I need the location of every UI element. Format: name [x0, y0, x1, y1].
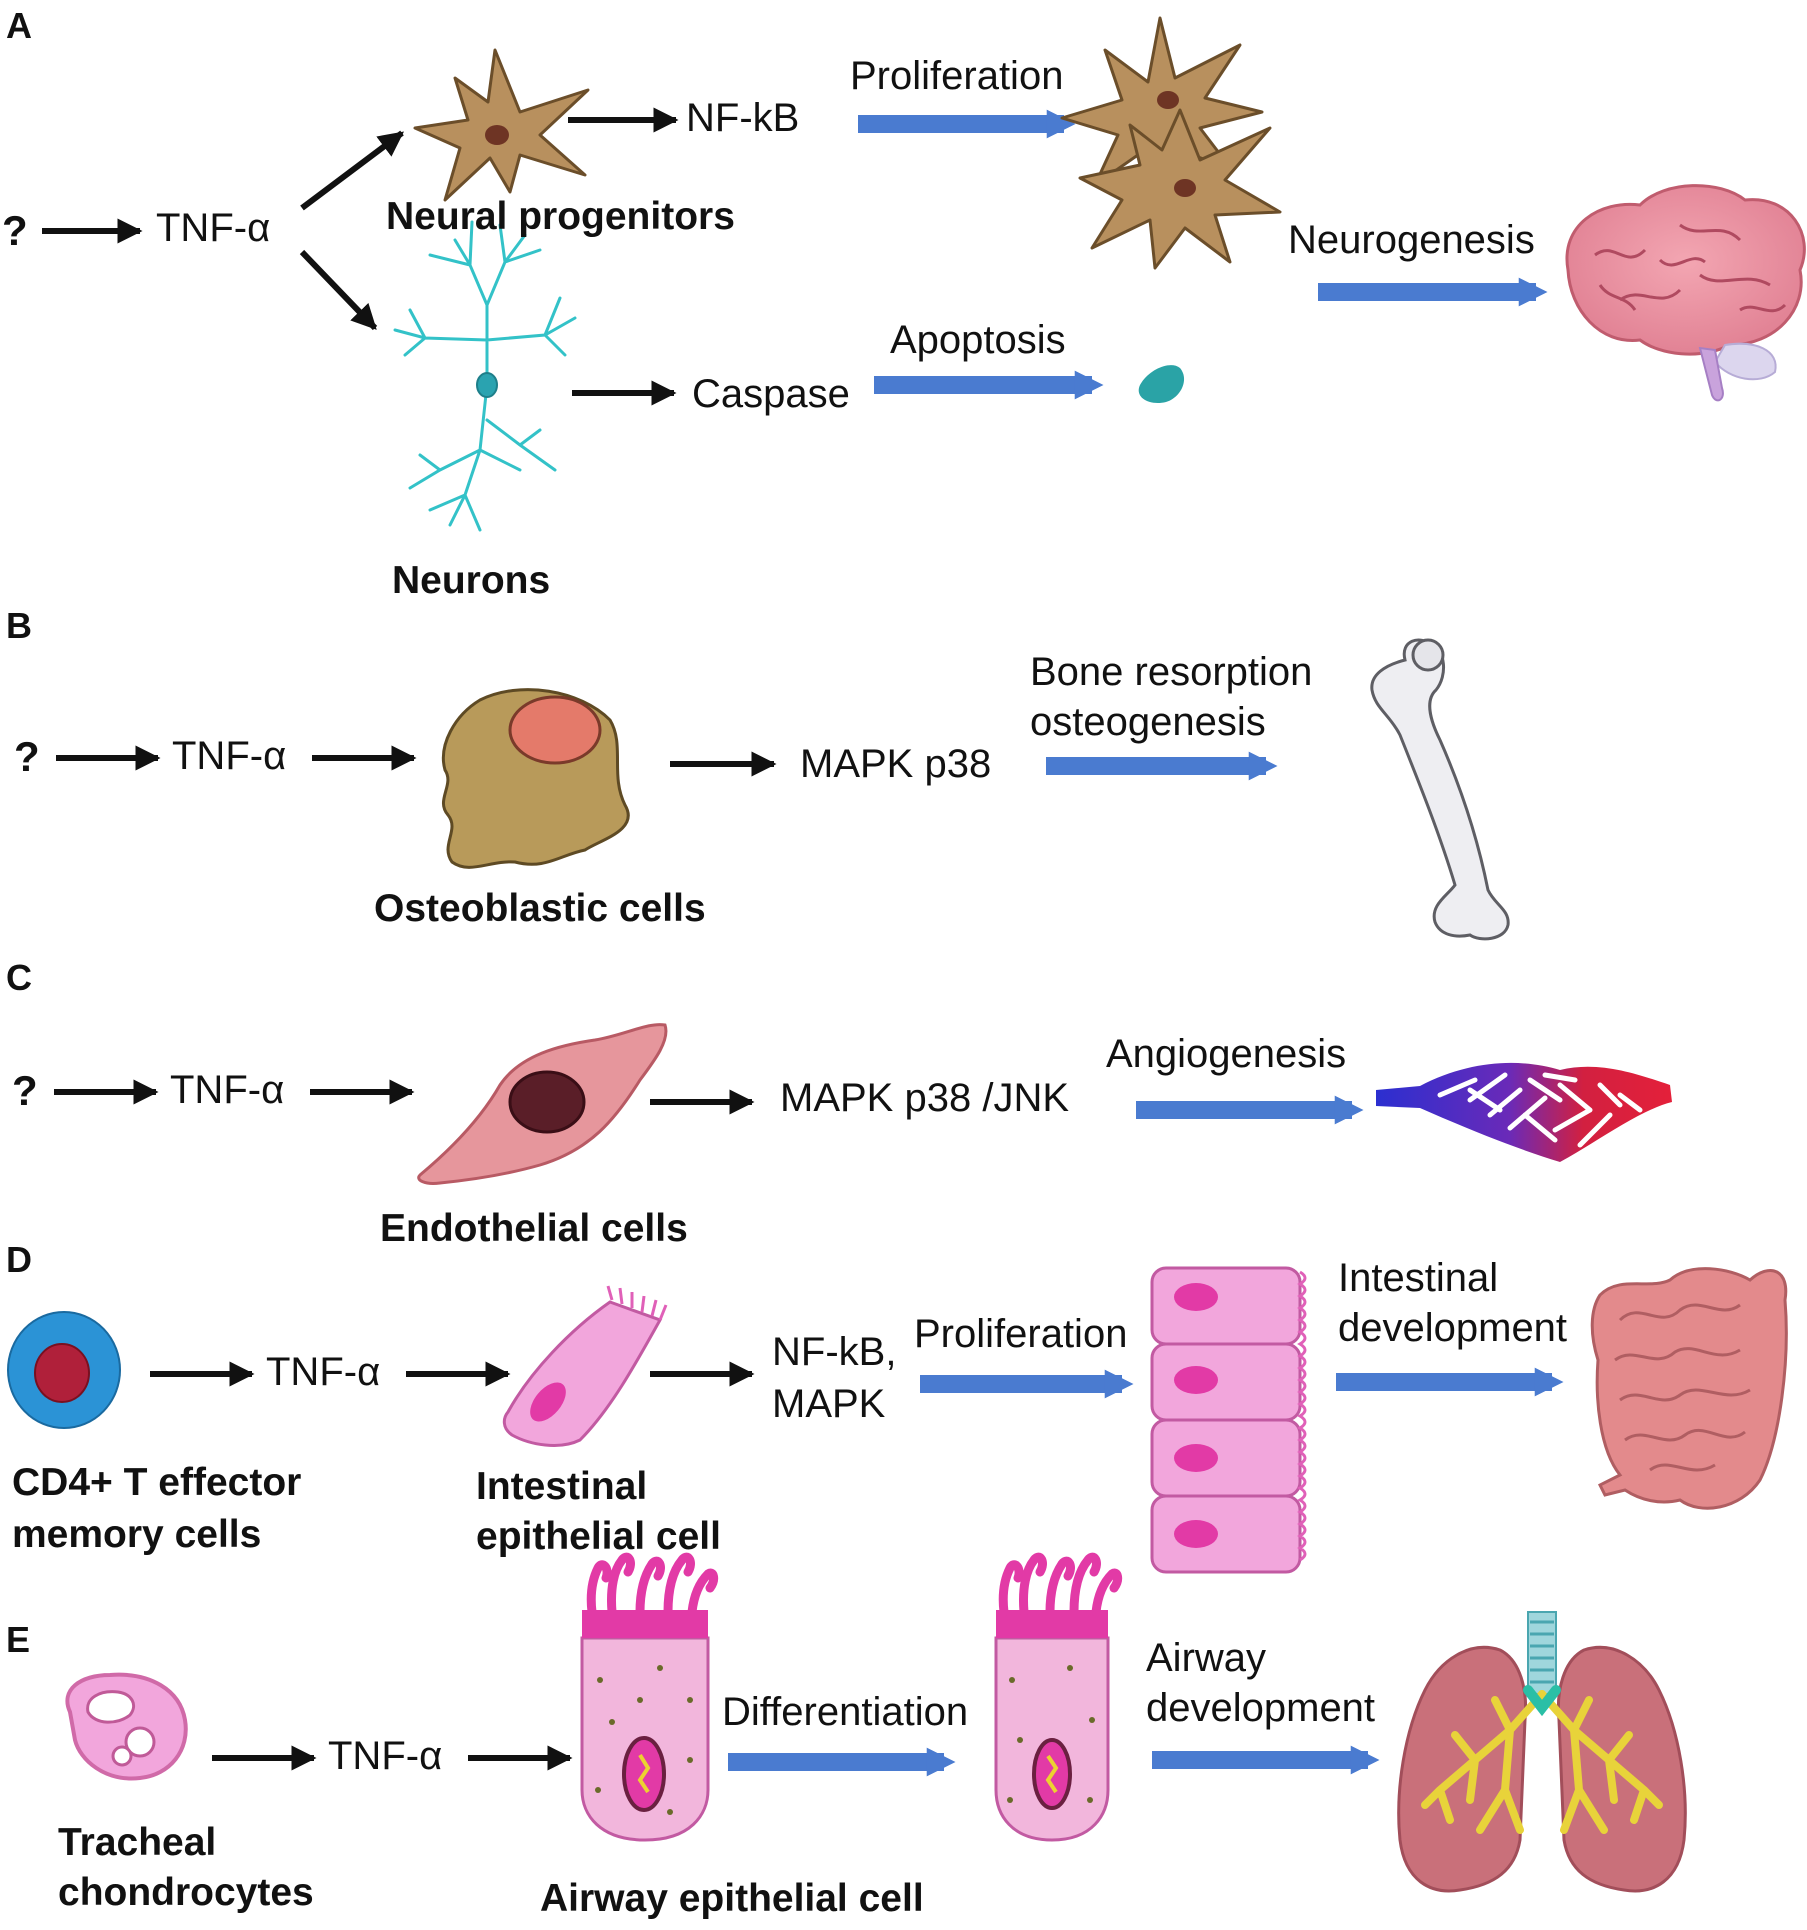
panel-d-artwork: [7, 1266, 1788, 1574]
differentiated-airway-cell-icon: [994, 1552, 1123, 1842]
intestinal-epithelium-layer-icon: [1150, 1266, 1307, 1574]
endothelial-cell-icon: [417, 1023, 668, 1185]
airway-development-label-line2: development: [1146, 1686, 1376, 1730]
panel-b-artwork: [56, 638, 1510, 941]
panel-b-letter: B: [6, 605, 32, 646]
intestinal-development-label-line1: Intestinal: [1338, 1256, 1499, 1300]
panel-b-question: ?: [14, 733, 40, 780]
nfkb-mapk-label-line1: NF-kB,: [772, 1330, 897, 1374]
panel-e-artwork: [65, 1552, 1687, 1893]
proliferation-label-d: Proliferation: [914, 1312, 1128, 1356]
mapk-p38-jnk-label: MAPK p38 /JNK: [780, 1076, 1070, 1120]
neural-progenitor-icon: [413, 48, 590, 202]
intestinal-development-label-line2: development: [1338, 1306, 1568, 1350]
arrow-tnf-to-progenitors: [300, 130, 405, 211]
panel-a-letter: A: [6, 5, 32, 46]
osteoblast-cell-icon: [441, 688, 630, 869]
osteoblastic-cells-label: Osteoblastic cells: [374, 887, 706, 930]
airway-epithelial-cell-icon: [580, 1552, 719, 1842]
panel-b-tnf-label: TNF-α: [172, 734, 287, 778]
panel-a-question: ?: [2, 207, 28, 254]
femur-icon: [1370, 638, 1510, 941]
panel-e-tnf-label: TNF-α: [328, 1734, 443, 1778]
panel-c-tnf-label: TNF-α: [170, 1068, 285, 1112]
tracheal-chondrocytes-label-line2: chondrocytes: [58, 1871, 314, 1914]
intestinal-epithelial-cell-label-line2: epithelial cell: [476, 1515, 721, 1558]
brain-icon: [1565, 184, 1806, 402]
panel-d-letter: D: [6, 1239, 32, 1280]
cd4-t-cells-label-line2: memory cells: [12, 1513, 262, 1556]
bone-resorption-label-line1: Bone resorption: [1030, 650, 1313, 694]
tracheal-chondrocytes-label-line1: Tracheal: [58, 1821, 217, 1864]
t-cell-icon: [7, 1311, 121, 1429]
intestine-icon: [1590, 1267, 1788, 1510]
neurons-label: Neurons: [392, 559, 551, 602]
intestinal-epithelial-cell-label-line1: Intestinal: [476, 1465, 648, 1508]
lungs-icon: [1397, 1611, 1687, 1893]
cd4-t-cells-label-line1: CD4+ T effector: [12, 1461, 302, 1504]
panel-c-letter: C: [6, 957, 32, 998]
proliferated-progenitors-icon: [1060, 16, 1282, 270]
airway-development-label-line1: Airway: [1146, 1636, 1267, 1680]
panel-c-artwork: [54, 1023, 1672, 1185]
endothelial-cells-label: Endothelial cells: [380, 1207, 688, 1250]
tracheal-chondrocyte-icon: [65, 1672, 188, 1781]
blood-vessel-network-icon: [1376, 1062, 1672, 1162]
caspase-label: Caspase: [692, 372, 850, 416]
proliferation-label-a: Proliferation: [850, 54, 1064, 98]
nfkb-label-a: NF-kB: [686, 96, 800, 140]
panel-d-tnf-label: TNF-α: [266, 1350, 381, 1394]
apoptotic-cell-icon: [1138, 365, 1185, 404]
intestinal-epithelial-cell-icon: [502, 1285, 668, 1447]
mapk-p38-label-b: MAPK p38: [800, 742, 992, 786]
angiogenesis-label: Angiogenesis: [1106, 1032, 1347, 1076]
apoptosis-label: Apoptosis: [890, 318, 1066, 362]
panel-e-letter: E: [6, 1619, 31, 1660]
neural-progenitors-label: Neural progenitors: [386, 195, 735, 238]
airway-epithelial-cell-label: Airway epithelial cell: [540, 1877, 924, 1920]
neurogenesis-label: Neurogenesis: [1288, 218, 1535, 262]
nfkb-mapk-label-line2: MAPK: [772, 1382, 886, 1426]
panel-a-artwork: [42, 16, 1806, 532]
differentiation-label: Differentiation: [722, 1690, 969, 1734]
arrow-tnf-to-neurons: [299, 249, 378, 331]
neuron-icon: [393, 220, 577, 532]
panel-a-tnf-label: TNF-α: [156, 206, 271, 250]
panel-c-question: ?: [12, 1067, 38, 1114]
bone-resorption-label-line2: osteogenesis: [1030, 700, 1266, 744]
